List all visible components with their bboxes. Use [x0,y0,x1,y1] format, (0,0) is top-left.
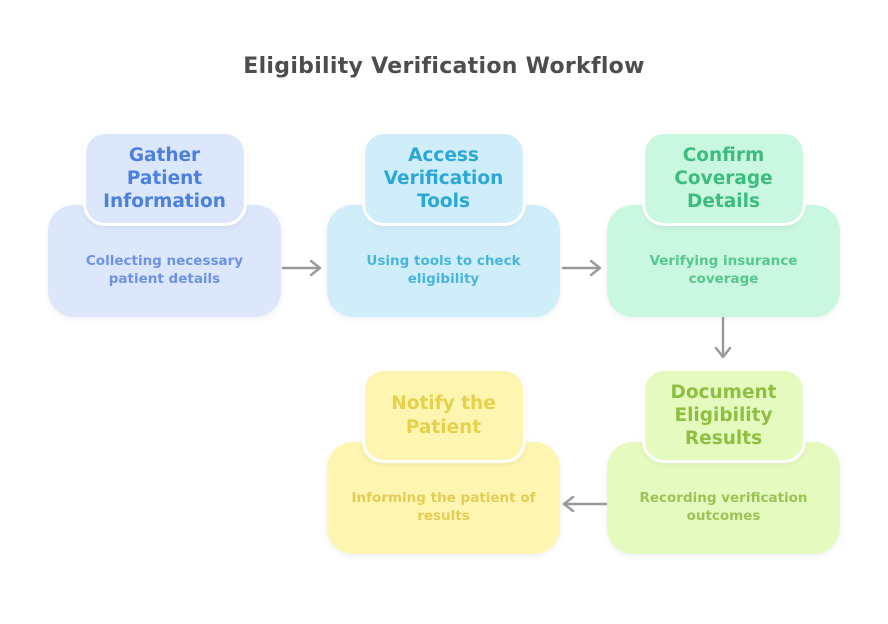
arrow-down-confirm-to-document [714,316,732,359]
node-description: Informing the patient of results [351,490,536,524]
node-access-verification-tools: Using tools to check eligibility Access … [327,131,560,317]
node-header: Notify the Patient [361,368,526,463]
node-description: Collecting necessary patient details [85,253,244,287]
node-title: Access Verification Tools [383,144,504,213]
node-document-eligibility-results: Recording verification outcomes Document… [607,368,840,554]
arrow-left-document-to-notify [562,495,609,513]
node-title: Document Eligibility Results [670,381,777,450]
node-header: Confirm Coverage Details [641,131,806,226]
arrow-right-access-to-confirm [562,259,602,277]
arrow-right-gather-to-access [282,259,322,277]
node-gather-patient-information: Collecting necessary patient details Gat… [48,131,281,317]
node-confirm-coverage-details: Verifying insurance coverage Confirm Cov… [607,131,840,317]
node-title: Gather Patient Information [103,144,226,213]
node-description: Verifying insurance coverage [649,253,798,287]
node-description: Using tools to check eligibility [366,253,521,287]
node-body: Using tools to check eligibility [327,205,560,317]
node-title: Notify the Patient [391,393,496,438]
node-header: Access Verification Tools [361,131,526,226]
node-description: Recording verification outcomes [639,490,808,524]
node-notify-the-patient: Informing the patient of results Notify … [327,368,560,554]
node-header: Gather Patient Information [82,131,247,226]
node-header: Document Eligibility Results [641,368,806,463]
page-title: Eligibility Verification Workflow [243,54,645,79]
node-title: Confirm Coverage Details [674,144,773,213]
